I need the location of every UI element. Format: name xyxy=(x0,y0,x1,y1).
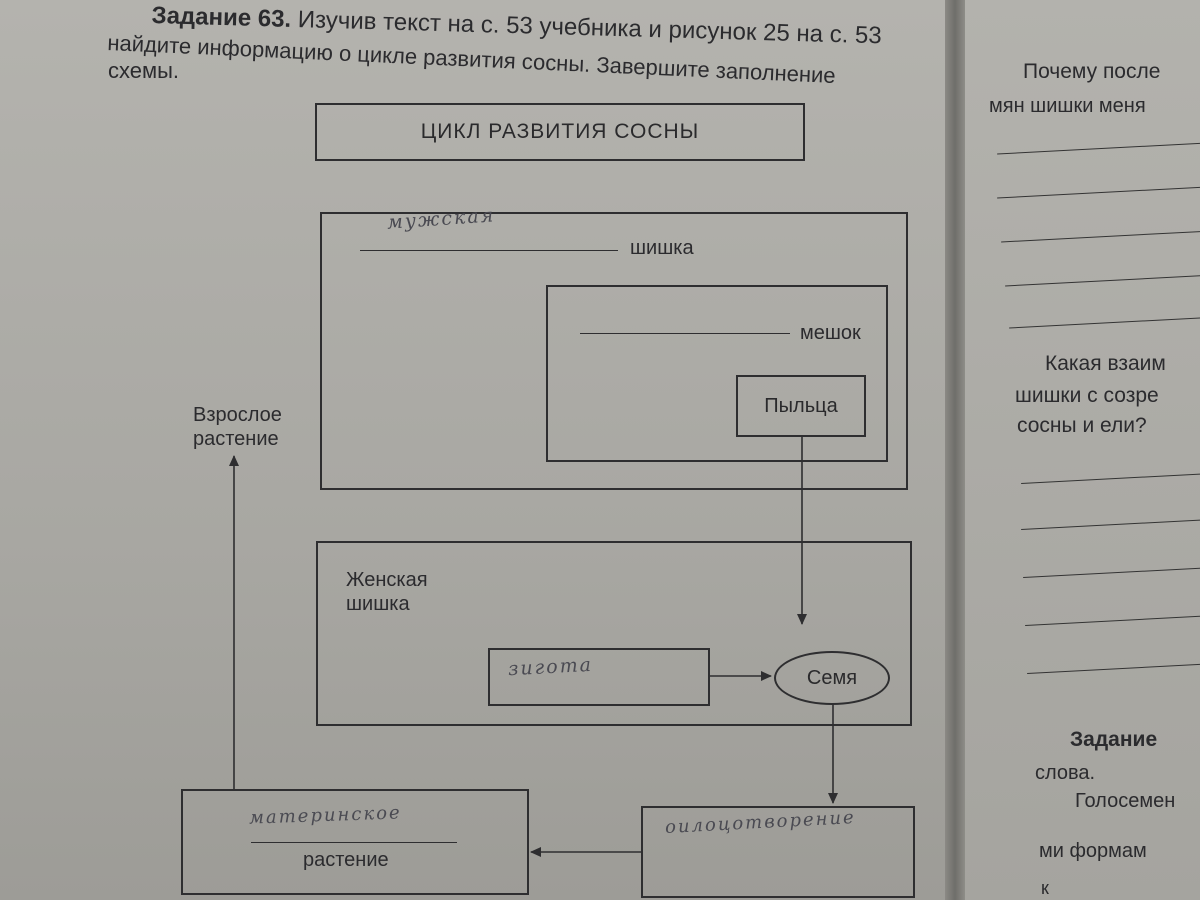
female-cone-box: Женская шишка зигота Семя xyxy=(316,541,912,726)
right-page: Почему после мян шишки меня Какая взаим … xyxy=(965,0,1200,900)
seedling-box: оилоцотворение xyxy=(641,806,915,898)
answer-line-8 xyxy=(1023,567,1200,578)
seed-label: Семя xyxy=(806,666,858,689)
zygote-box: зигота xyxy=(488,648,710,706)
q1-line2: мян шишки меня xyxy=(989,95,1146,117)
q2-line2: шишки с созре xyxy=(1015,384,1159,407)
answer-line-10 xyxy=(1027,663,1200,674)
task-header-line3: схемы. xyxy=(108,58,180,83)
diagram-arrows xyxy=(229,435,838,857)
seed-ellipse: Семя xyxy=(774,651,890,705)
answer-line-1 xyxy=(997,142,1200,155)
answer-line-3 xyxy=(1001,230,1200,243)
answer-line-7 xyxy=(1021,519,1200,530)
female-cone-label-2: шишка xyxy=(346,593,410,615)
pollen-sac-box: мешок Пыльца xyxy=(546,285,888,462)
adult-plant-label-1: Взрослое xyxy=(193,404,282,426)
pollen-sac-answer-line xyxy=(580,333,790,334)
adult-plant-label-2: растение xyxy=(193,428,279,450)
task-label-right: Задание xyxy=(1070,728,1158,751)
q2-line1: Какая взаим xyxy=(1045,352,1166,375)
answer-line-9 xyxy=(1025,615,1200,626)
words-text: слова. xyxy=(1035,762,1096,784)
book-gutter xyxy=(945,0,965,900)
pollen-sac-label: мешок xyxy=(800,322,861,344)
pollen-box: Пыльца xyxy=(736,375,866,437)
diagram-title-box: ЦИКЛ РАЗВИТИЯ СОСНЫ xyxy=(315,103,805,161)
male-cone-answer-line xyxy=(360,250,618,251)
male-cone-label: шишка xyxy=(630,237,694,259)
diagram-title: ЦИКЛ РАЗВИТИЯ СОСНЫ xyxy=(420,120,700,143)
forms-text: ми формам xyxy=(1039,840,1147,862)
mother-plant-box: материнское растение xyxy=(181,789,529,895)
left-page: Задание 63. Изучив текст на с. 53 учебни… xyxy=(0,0,945,900)
female-cone-label-1: Женская xyxy=(346,569,428,591)
answer-line-2 xyxy=(997,186,1200,199)
mother-plant-answer-line xyxy=(251,842,457,843)
answer-line-5 xyxy=(1009,316,1200,329)
pollen-label: Пыльца xyxy=(764,394,838,417)
q1-line1: Почему после xyxy=(1023,60,1161,83)
k-text: к xyxy=(1041,878,1049,898)
mother-plant-label: растение xyxy=(303,849,389,871)
male-cone-box: мужская шишка мешок Пыльца xyxy=(320,204,908,490)
answer-line-4 xyxy=(1005,274,1200,287)
answer-line-6 xyxy=(1021,473,1200,484)
q2-line3: сосны и ели? xyxy=(1017,414,1147,437)
gymno-text: Голосемен xyxy=(1075,790,1176,812)
